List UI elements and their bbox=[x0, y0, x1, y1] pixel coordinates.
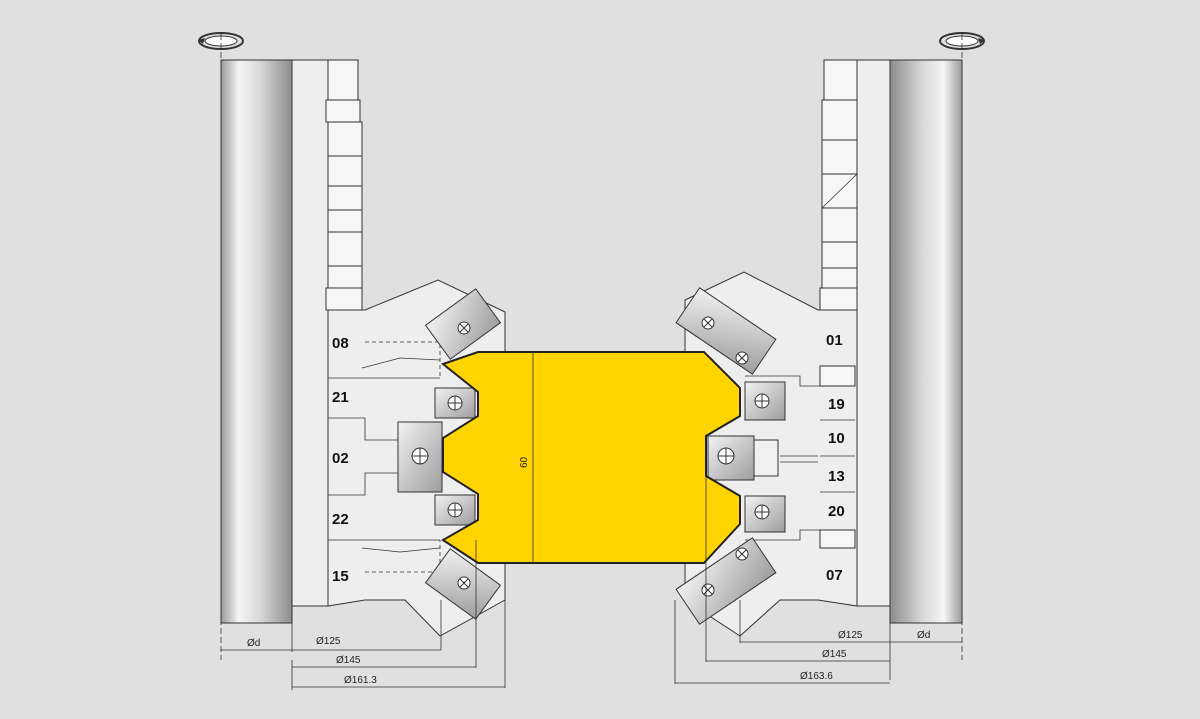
dim-left-145: Ø145 bbox=[336, 655, 361, 666]
workpiece-profile bbox=[440, 351, 741, 564]
pos-label-02: 02 bbox=[332, 450, 349, 467]
dim-left-125: Ø125 bbox=[316, 636, 341, 647]
left-cutter-head bbox=[220, 34, 506, 660]
knife-22 bbox=[434, 494, 476, 526]
pos-label-19: 19 bbox=[828, 396, 845, 413]
knife-20 bbox=[744, 495, 786, 533]
knife-19 bbox=[744, 381, 786, 421]
knife-07 bbox=[675, 537, 777, 625]
dim-left-161: Ø161.3 bbox=[344, 675, 377, 686]
dim-right-163: Ø163.6 bbox=[800, 671, 833, 682]
pos-label-20: 20 bbox=[828, 503, 845, 520]
right-flange bbox=[856, 59, 891, 607]
right-dimensions: Ø125 Ød Ø145 Ø163.6 bbox=[674, 476, 962, 684]
pos-label-15: 15 bbox=[332, 568, 349, 585]
knife-15 bbox=[424, 548, 502, 620]
pos-label-07: 07 bbox=[826, 567, 843, 584]
knife-10 bbox=[707, 435, 779, 481]
knife-21 bbox=[434, 387, 476, 419]
knife-08 bbox=[424, 288, 502, 360]
pos-label-13: 13 bbox=[828, 468, 845, 485]
pos-label-01: 01 bbox=[826, 332, 843, 349]
knife-02 bbox=[397, 421, 443, 493]
rotation-arrow-icon bbox=[198, 32, 244, 50]
dim-right-145: Ø145 bbox=[822, 649, 847, 660]
dim-left-d: Ød bbox=[247, 638, 260, 649]
left-dimensions: Ød Ø125 Ø145 Ø161.3 bbox=[221, 540, 506, 690]
left-spindle bbox=[220, 59, 293, 624]
pos-label-22: 22 bbox=[332, 511, 349, 528]
pos-label-21: 21 bbox=[332, 389, 349, 406]
dim-right-125: Ø125 bbox=[838, 630, 863, 641]
pos-label-08: 08 bbox=[332, 335, 349, 352]
rotation-arrow-icon bbox=[939, 32, 985, 50]
pos-label-10: 10 bbox=[828, 430, 845, 447]
dim-right-d: Ød bbox=[917, 630, 930, 641]
right-spindle bbox=[889, 59, 963, 624]
thickness-label: 60 bbox=[519, 456, 530, 468]
left-flange bbox=[291, 59, 329, 607]
right-cutter-head bbox=[675, 34, 963, 660]
knife-01 bbox=[675, 287, 777, 375]
